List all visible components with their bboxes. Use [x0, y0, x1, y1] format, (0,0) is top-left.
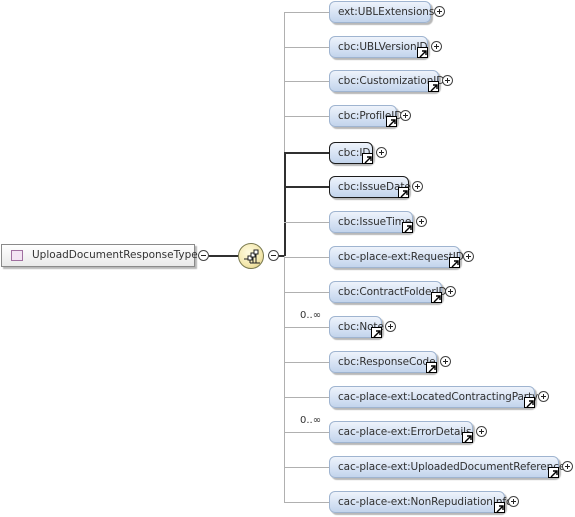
- element-node[interactable]: cac-place-ext:UploadedDocumentReference: [329, 456, 565, 478]
- expand-icon[interactable]: [400, 110, 411, 121]
- child-connector: [284, 152, 329, 154]
- element-label: cbc:ResponseCode: [338, 356, 436, 368]
- child-connector: [284, 81, 329, 82]
- element-node[interactable]: cbc:ID: [329, 142, 373, 164]
- element-node[interactable]: cbc:ResponseCode: [329, 351, 437, 373]
- element-node[interactable]: cbc:IssueTime: [329, 211, 413, 233]
- element-node[interactable]: cac-place-ext:LocatedContractingParty: [329, 386, 539, 408]
- expand-icon[interactable]: [538, 391, 549, 402]
- collapse-sequence-icon[interactable]: [268, 250, 279, 261]
- root-type-label: UploadDocumentResponseType: [32, 249, 198, 261]
- expand-icon[interactable]: [434, 6, 445, 17]
- element-label: cbc:IssueDate: [338, 181, 411, 193]
- element-node[interactable]: cac-place-ext:ErrorDetails: [329, 421, 473, 443]
- element-label: cac-place-ext:LocatedContractingParty: [338, 391, 539, 403]
- child-connector: [284, 186, 329, 188]
- reference-arrow-icon: [386, 116, 397, 127]
- element-label: cac-place-ext:UploadedDocumentReference: [338, 461, 566, 473]
- connector-root-seq: [209, 255, 238, 257]
- element-label: cbc:UBLVersionID: [338, 41, 428, 53]
- reference-arrow-icon: [548, 467, 559, 478]
- reference-arrow-icon: [417, 47, 428, 58]
- expand-icon[interactable]: [431, 41, 442, 52]
- child-connector: [284, 222, 329, 223]
- child-connector: [284, 432, 329, 433]
- child-connector: [284, 257, 329, 258]
- element-node[interactable]: cbc:UBLVersionID: [329, 36, 428, 58]
- expand-icon[interactable]: [562, 461, 573, 472]
- occurrence-label: 0..∞: [300, 415, 322, 426]
- expand-icon[interactable]: [440, 356, 451, 367]
- collapse-root-icon[interactable]: [198, 250, 209, 261]
- element-label: cbc:ContractFolderID: [338, 286, 447, 298]
- child-connector: [284, 327, 329, 328]
- element-node[interactable]: cac-place-ext:NonRepudiationInfo: [329, 491, 512, 513]
- reference-arrow-icon: [462, 432, 473, 443]
- sequence-compositor[interactable]: [238, 243, 264, 269]
- expand-icon[interactable]: [508, 496, 519, 507]
- child-connector: [284, 12, 329, 13]
- element-label: cac-place-ext:NonRepudiationInfo: [338, 496, 513, 508]
- expand-icon[interactable]: [445, 286, 456, 297]
- reference-arrow-icon: [524, 397, 535, 408]
- expand-icon[interactable]: [412, 181, 423, 192]
- expand-icon[interactable]: [376, 147, 387, 158]
- occurrence-label: 0..∞: [300, 310, 322, 321]
- expand-icon[interactable]: [385, 321, 396, 332]
- sequence-compositor-icon: [244, 249, 260, 264]
- element-node[interactable]: cbc:Note: [329, 316, 384, 338]
- reference-arrow-icon: [431, 292, 442, 303]
- child-connector: [284, 467, 329, 468]
- child-connector: [284, 292, 329, 293]
- element-node[interactable]: cbc:IssueDate: [329, 176, 411, 198]
- element-label: ext:UBLExtensions: [338, 6, 435, 18]
- reference-arrow-icon: [426, 362, 437, 373]
- reference-arrow-icon: [449, 257, 460, 268]
- child-connector: [284, 397, 329, 398]
- element-node[interactable]: cbc:CustomizationID: [329, 70, 444, 92]
- element-label: cbc:CustomizationID: [338, 75, 445, 87]
- reference-arrow-icon: [402, 222, 413, 233]
- element-label: cac-place-ext:ErrorDetails: [338, 426, 472, 438]
- expand-icon[interactable]: [463, 251, 474, 262]
- element-label: cbc:IssueTime: [338, 216, 412, 228]
- child-connector: [284, 502, 329, 503]
- reference-arrow-icon: [428, 81, 439, 92]
- connector-seq-trunk: [279, 255, 285, 257]
- expand-icon[interactable]: [476, 426, 487, 437]
- expand-icon[interactable]: [442, 75, 453, 86]
- element-node[interactable]: cbc:ContractFolderID: [329, 281, 447, 303]
- required-path-line: [284, 153, 286, 256]
- element-node[interactable]: ext:UBLExtensions: [329, 1, 435, 23]
- reference-arrow-icon: [362, 153, 373, 164]
- reference-arrow-icon: [371, 327, 382, 338]
- complex-type-icon: [11, 250, 23, 261]
- reference-arrow-icon: [398, 187, 409, 198]
- element-node[interactable]: cbc-place-ext:RequestID: [329, 246, 464, 268]
- element-node[interactable]: cbc:ProfileID: [329, 105, 402, 127]
- child-connector: [284, 116, 329, 117]
- child-connector: [284, 362, 329, 363]
- root-type-box[interactable]: UploadDocumentResponseType: [1, 244, 198, 267]
- child-connector: [284, 47, 329, 48]
- reference-arrow-icon: [494, 502, 505, 513]
- expand-icon[interactable]: [416, 216, 427, 227]
- element-label: cbc-place-ext:RequestID: [338, 251, 464, 263]
